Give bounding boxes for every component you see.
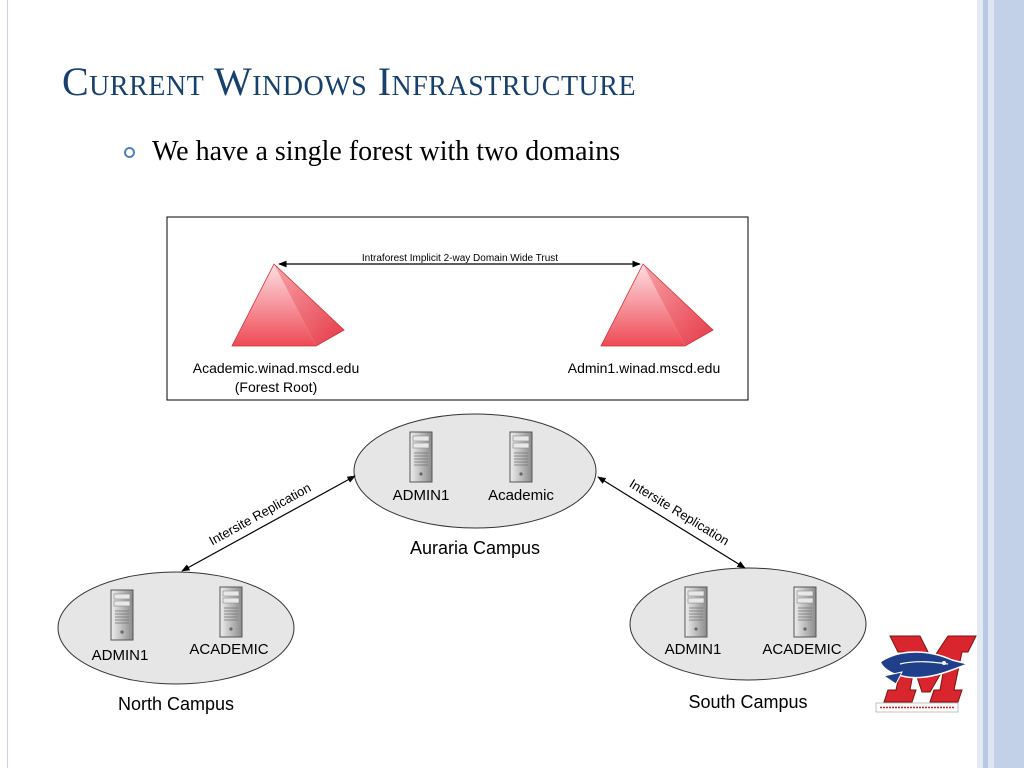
site-north-ellipse: [57, 571, 295, 685]
bullet-text: We have a single forest with two domains: [152, 136, 621, 167]
server-tower-icon: [684, 586, 708, 638]
server-tower-icon: [409, 431, 433, 483]
left-domain-note: (Forest Root): [235, 379, 317, 395]
domain-triangle-icon: [600, 263, 714, 347]
auraria-server-2-label: Academic: [488, 487, 554, 504]
right-replication-label: Intersite Replication: [627, 476, 732, 548]
left-domain-label: Academic.winad.mscd.edu: [193, 360, 360, 376]
bullet-ring-icon: [124, 147, 135, 158]
auraria-campus-label: Auraria Campus: [410, 538, 540, 558]
server-tower-icon: [793, 586, 817, 638]
slide-title: Current Windows Infrastructure: [62, 59, 637, 104]
right-border-stripe: [994, 0, 1000, 768]
left-border-line: [7, 0, 8, 768]
left-replication-label: Intersite Replication: [206, 480, 313, 548]
right-border-stripe: [1000, 0, 1024, 768]
north-server-1-label: ADMIN1: [92, 647, 149, 664]
right-border-stripe: [977, 0, 983, 768]
right-domain-label: Admin1.winad.mscd.edu: [568, 360, 721, 376]
auraria-server-1-label: ADMIN1: [393, 487, 450, 504]
right-border-stripe: [988, 0, 994, 768]
domain-triangle-icon: [231, 263, 345, 347]
server-tower-icon: [110, 589, 134, 641]
left-replication-arrow: [181, 475, 356, 572]
server-tower-icon: [219, 586, 243, 638]
trust-label: Intraforest Implicit 2-way Domain Wide T…: [362, 253, 558, 264]
site-auraria-ellipse: [353, 413, 597, 529]
site-south-ellipse: [629, 567, 867, 681]
north-campus-label: North Campus: [118, 694, 234, 714]
north-server-2-label: ACADEMIC: [189, 641, 268, 658]
right-replication-arrow: [597, 476, 746, 569]
south-server-1-label: ADMIN1: [665, 641, 722, 658]
msu-denver-logo: [875, 635, 977, 713]
server-tower-icon: [509, 431, 533, 483]
south-server-2-label: ACADEMIC: [762, 641, 841, 658]
right-border-stripe: [983, 0, 988, 768]
south-campus-label: South Campus: [688, 692, 807, 712]
